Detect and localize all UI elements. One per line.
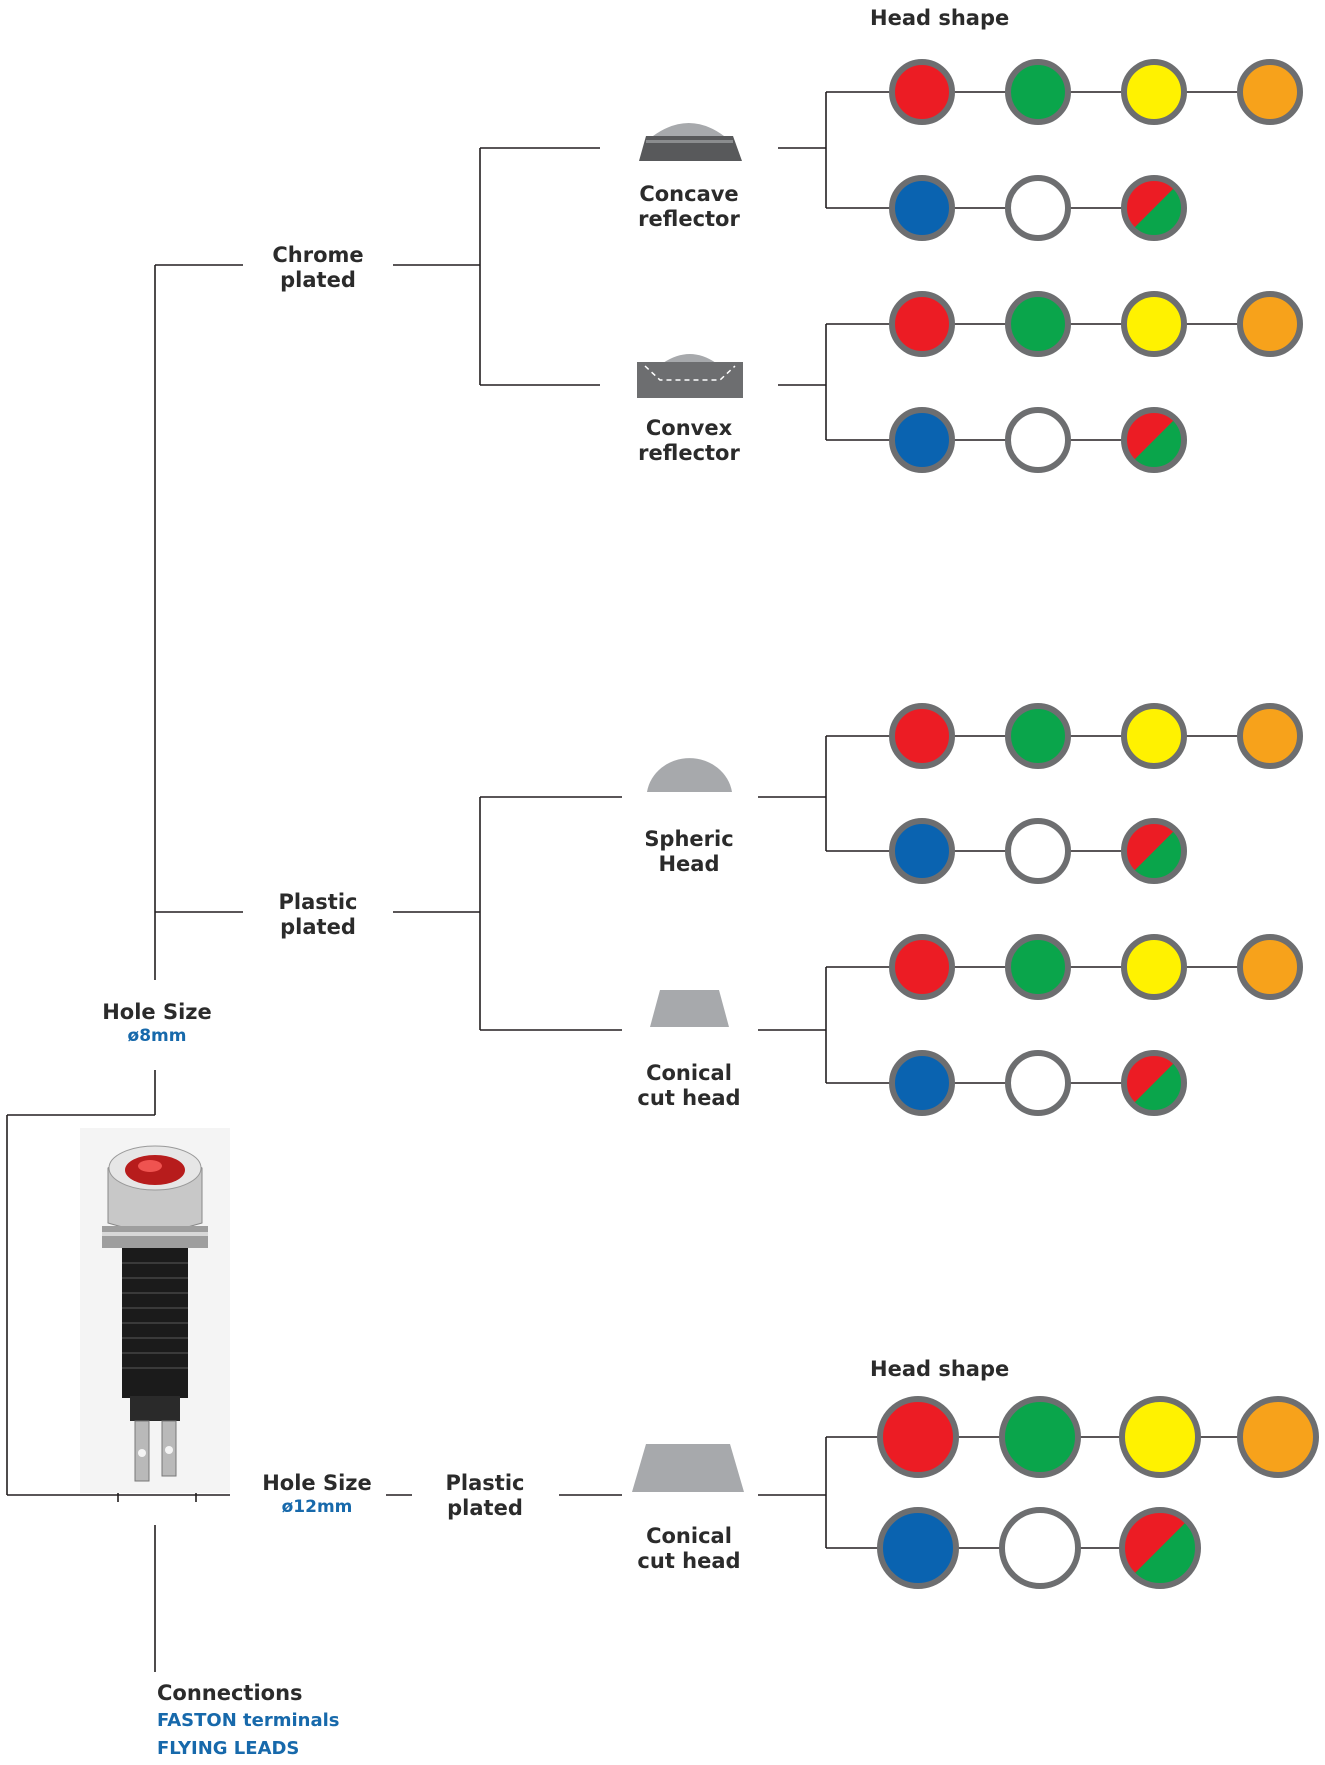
head-concave-line2: reflector	[638, 207, 740, 231]
connections-block: Connections FASTON terminals FLYING LEAD…	[157, 1680, 340, 1763]
color-options-conical	[825, 934, 1303, 1116]
green-color-swatch[interactable]	[1005, 703, 1071, 769]
connection-flying-leads[interactable]: FLYING LEADS	[157, 1738, 300, 1759]
spheric-head-icon	[647, 758, 732, 792]
white-color-swatch[interactable]	[1005, 1050, 1071, 1116]
white-color-swatch[interactable]	[1005, 818, 1071, 884]
head-spheric[interactable]: Spheric Head	[600, 827, 778, 877]
conical-cut-head-icon	[650, 990, 729, 1027]
head-convex-line2: reflector	[638, 441, 740, 465]
head-conical-cut-12mm[interactable]: Conical cut head	[600, 1524, 778, 1574]
convex-reflector-icon	[637, 354, 743, 398]
red-green-color-swatch[interactable]	[1121, 175, 1187, 241]
green-color-swatch[interactable]	[999, 1396, 1081, 1478]
hole-size-8mm-value: ø8mm	[127, 1026, 187, 1046]
hole-size-12mm-value: ø12mm	[281, 1497, 353, 1517]
red-color-swatch[interactable]	[889, 703, 955, 769]
head-shape-title: Head shape	[870, 6, 1010, 30]
white-color-swatch[interactable]	[1005, 175, 1071, 241]
red-green-color-swatch[interactable]	[1121, 1050, 1187, 1116]
head-convex-reflector[interactable]: Convex reflector	[600, 416, 778, 466]
yellow-color-swatch[interactable]	[1119, 1396, 1201, 1478]
yellow-color-swatch[interactable]	[1121, 59, 1187, 125]
conical-cut-head-12mm-icon	[632, 1444, 744, 1492]
finish-plastic12-line1: Plastic	[445, 1471, 525, 1495]
finish-plastic-line2: plated	[280, 915, 356, 939]
orange-color-swatch[interactable]	[1237, 703, 1303, 769]
connections-title: Connections	[157, 1681, 303, 1705]
hole-size-12mm-title: Hole Size	[262, 1471, 372, 1495]
red-color-swatch[interactable]	[877, 1396, 959, 1478]
red-color-swatch[interactable]	[889, 59, 955, 125]
finish-chrome-plated[interactable]: Chrome plated	[240, 243, 396, 293]
hole-size-12mm[interactable]: Hole Size ø12mm	[248, 1471, 386, 1518]
head-conical-cut[interactable]: Conical cut head	[600, 1061, 778, 1111]
head-conical12-line1: Conical	[646, 1524, 732, 1548]
head-conical-line1: Conical	[646, 1061, 732, 1085]
orange-color-swatch[interactable]	[1237, 291, 1303, 357]
head-conical12-line2: cut head	[637, 1549, 741, 1573]
red-green-color-swatch[interactable]	[1121, 818, 1187, 884]
white-color-swatch[interactable]	[999, 1507, 1081, 1589]
hole-size-8mm-title: Hole Size	[102, 1000, 212, 1024]
red-green-color-swatch[interactable]	[1119, 1507, 1201, 1589]
green-color-swatch[interactable]	[1005, 291, 1071, 357]
blue-color-swatch[interactable]	[889, 818, 955, 884]
head-spheric-line1: Spheric	[644, 827, 734, 851]
head-concave-line1: Concave	[639, 182, 739, 206]
blue-color-swatch[interactable]	[889, 1050, 955, 1116]
blue-color-swatch[interactable]	[889, 407, 955, 473]
orange-color-swatch[interactable]	[1237, 1396, 1319, 1478]
head-conical-line2: cut head	[637, 1086, 741, 1110]
indicator-lamp-photo	[80, 1128, 230, 1493]
color-options-spheric	[825, 703, 1303, 884]
yellow-color-swatch[interactable]	[1121, 934, 1187, 1000]
blue-color-swatch[interactable]	[877, 1507, 959, 1589]
red-color-swatch[interactable]	[889, 934, 955, 1000]
finish-plastic-plated-12mm[interactable]: Plastic plated	[410, 1471, 560, 1521]
hole-size-8mm[interactable]: Hole Size ø8mm	[85, 1000, 229, 1047]
color-options-convex	[825, 291, 1303, 473]
green-color-swatch[interactable]	[1005, 59, 1071, 125]
red-green-color-swatch[interactable]	[1121, 407, 1187, 473]
orange-color-swatch[interactable]	[1237, 934, 1303, 1000]
yellow-color-swatch[interactable]	[1121, 703, 1187, 769]
green-color-swatch[interactable]	[1005, 934, 1071, 1000]
finish-chrome-line2: plated	[280, 268, 356, 292]
concave-reflector-icon	[639, 123, 742, 161]
orange-color-swatch[interactable]	[1237, 59, 1303, 125]
head-concave-reflector[interactable]: Concave reflector	[600, 182, 778, 232]
head-convex-line1: Convex	[645, 416, 733, 440]
head-spheric-line2: Head	[658, 852, 720, 876]
head-shape-title-bottom: Head shape	[870, 1357, 1010, 1381]
yellow-color-swatch[interactable]	[1121, 291, 1187, 357]
connection-faston[interactable]: FASTON terminals	[157, 1710, 340, 1731]
white-color-swatch[interactable]	[1005, 407, 1071, 473]
color-options-concave	[825, 59, 1303, 241]
finish-plastic-plated[interactable]: Plastic plated	[240, 890, 396, 940]
color-options-conical12	[825, 1396, 1319, 1589]
blue-color-swatch[interactable]	[889, 175, 955, 241]
red-color-swatch[interactable]	[889, 291, 955, 357]
finish-plastic-line1: Plastic	[278, 890, 358, 914]
finish-plastic12-line2: plated	[447, 1496, 523, 1520]
finish-chrome-line1: Chrome	[272, 243, 364, 267]
